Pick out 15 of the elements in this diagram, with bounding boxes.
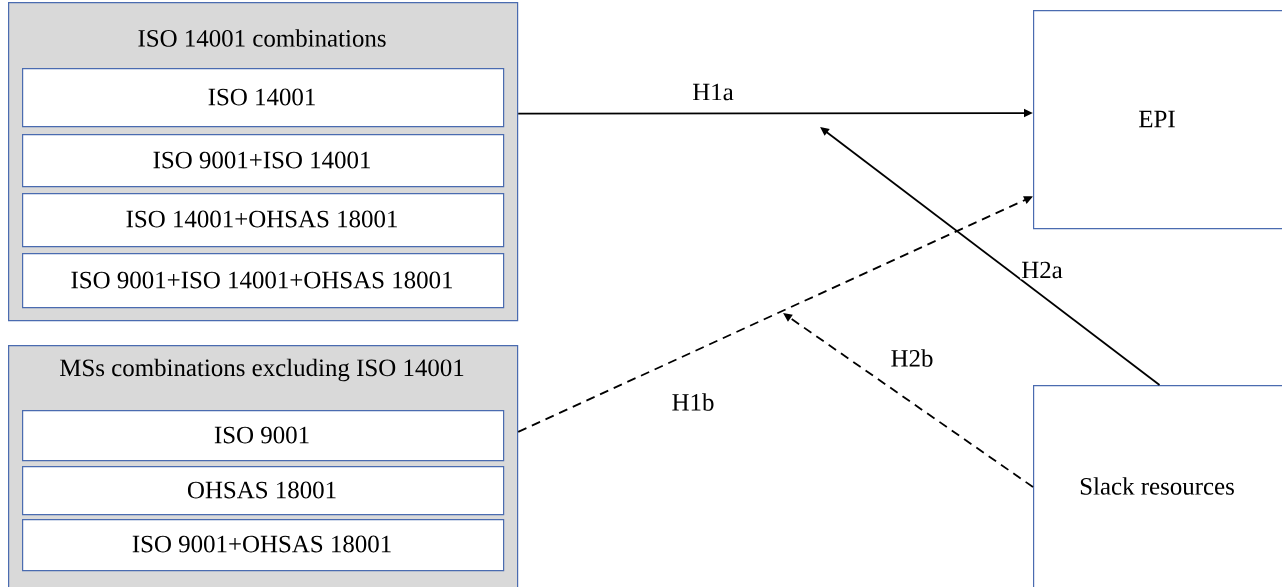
item-box: ISO 14001+OHSAS 18001 [22, 193, 505, 248]
item-box: ISO 9001 [22, 410, 505, 462]
edge-label: H2a [1020, 260, 1064, 280]
arrow [783, 313, 1034, 488]
edge-label: H2b [889, 348, 935, 368]
item-box: OHSAS 18001 [22, 466, 505, 516]
edge-label: H1b [670, 392, 716, 412]
variable-box: EPI [1033, 10, 1282, 230]
item-box: ISO 9001+ISO 14001+OHSAS 18001 [22, 253, 505, 309]
arrow [820, 127, 1161, 386]
item-box: ISO 14001 [22, 68, 505, 128]
item-box: ISO 9001+OHSAS 18001 [22, 519, 505, 572]
variable-box: Slack resources [1033, 385, 1282, 587]
edge-label: H1a [691, 82, 735, 102]
item-box: ISO 9001+ISO 14001 [22, 134, 505, 188]
